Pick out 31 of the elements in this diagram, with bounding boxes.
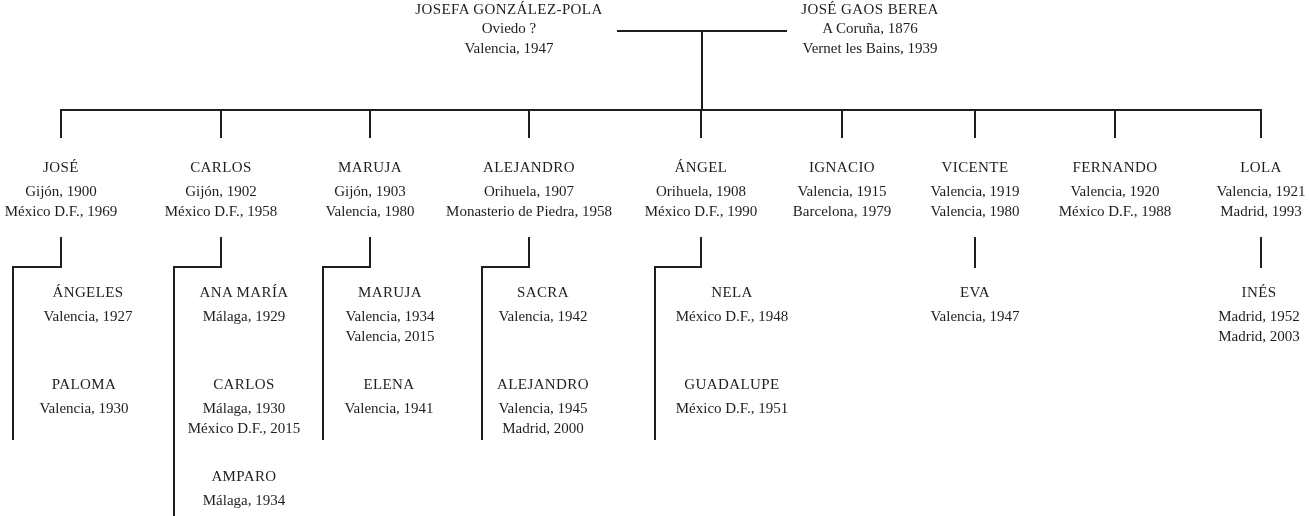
person-label: ANA MARÍA Málaga, 1929 xyxy=(174,279,314,326)
person-label: CARLOS Gijón, 1902 México D.F., 1958 xyxy=(156,138,286,237)
person-label: ELENA Valencia, 1941 xyxy=(323,371,455,440)
person-label: CARLOS Málaga, 1930 México D.F., 2015 xyxy=(174,371,314,438)
connector-line xyxy=(654,236,702,441)
person-label: SACRA Valencia, 1942 xyxy=(482,279,604,326)
person-label: JOSEFA GONZÁLEZ-POLA Oviedo ? Valencia, 1947 xyxy=(401,0,617,58)
person-label: MARUJA Valencia, 1934 Valencia, 2015 xyxy=(323,279,457,346)
person-label: INÉS Madrid, 1952 Madrid, 2003 xyxy=(1209,268,1309,346)
connector-line xyxy=(173,236,222,516)
person-label: MARUJA Gijón, 1903 Valencia, 1980 xyxy=(315,138,425,237)
person-label: NELA México D.F., 1948 xyxy=(655,279,809,326)
connector-line xyxy=(974,236,976,269)
person-label: ALEJANDRO Valencia, 1945 Madrid, 2000 xyxy=(482,371,604,440)
person-label: JOSÉ GAOS BEREA A Coruña, 1876 Vernet les Bains, 1939 xyxy=(787,0,953,58)
person-label: GUADALUPE México D.F., 1951 xyxy=(655,371,809,440)
person-label: PALOMA Valencia, 1930 xyxy=(13,371,155,440)
connector-line xyxy=(322,236,371,441)
person-label: LOLA Valencia, 1921 Madrid, 1993 xyxy=(1213,138,1309,237)
connector-line xyxy=(481,236,530,441)
person-label: VICENTE Valencia, 1919 Valencia, 1980 xyxy=(925,138,1025,237)
connector-line xyxy=(1260,236,1262,269)
person-label: ÁNGEL Orihuela, 1908 México D.F., 1990 xyxy=(638,138,764,237)
person-label: ALEJANDRO Orihuela, 1907 Monasterio de Piedra, 1958 xyxy=(434,138,624,237)
person-label: IGNACIO Valencia, 1915 Barcelona, 1979 xyxy=(787,138,897,237)
person-label: FERNANDO Valencia, 1920 México D.F., 1988 xyxy=(1052,138,1178,237)
person-label: JOSÉ Gijón, 1900 México D.F., 1969 xyxy=(0,138,122,237)
person-label: AMPARO Málaga, 1934 xyxy=(174,463,314,516)
person-label: EVA Valencia, 1947 xyxy=(920,268,1030,326)
person-label: ÁNGELES Valencia, 1927 xyxy=(13,279,163,326)
connector-line xyxy=(12,236,62,441)
